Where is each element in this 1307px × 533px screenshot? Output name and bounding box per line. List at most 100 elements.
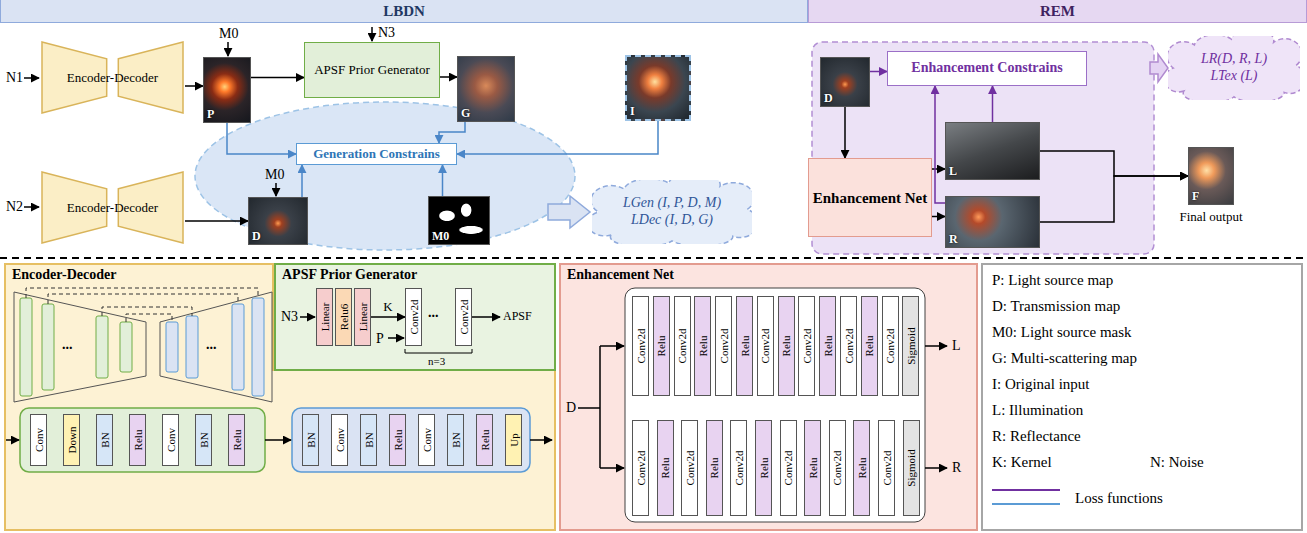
connector [439, 122, 465, 143]
layer-box: Relu [755, 420, 772, 516]
layer-box: Relu [389, 414, 406, 466]
layer-box: Conv2d [715, 296, 732, 396]
connector [440, 76, 457, 78]
node-text: Relu [822, 336, 833, 357]
arrow [24, 206, 39, 208]
arrow [24, 77, 39, 79]
layer-box: Conv2d [798, 296, 815, 396]
node-text: Conv2d [635, 451, 646, 486]
image-letter: I [630, 104, 635, 118]
legend-entry: R: Reflectance [992, 428, 1081, 445]
legend-entry: Loss functions [1075, 490, 1163, 507]
skip-line [102, 307, 192, 316]
bar [186, 316, 198, 378]
layer-box: Conv2d [757, 296, 774, 396]
layer-box: Relu [804, 420, 821, 516]
panel-heading: Enhancement Net [567, 267, 674, 284]
bar [42, 304, 54, 390]
node-text: Conv [33, 428, 44, 452]
header-band: LBDN [0, 0, 808, 23]
layer-box: BN [447, 414, 464, 466]
layer-box: Relu [706, 420, 723, 516]
image-letter: F [1192, 189, 1199, 203]
image-tile: D [820, 57, 870, 107]
image-tile: I [625, 55, 691, 121]
legend-entry: G: Multi-scattering map [992, 350, 1137, 367]
legend-text: G: Multi-scattering map [992, 350, 1137, 366]
layer-box: BN [195, 414, 212, 466]
node-text: BN [450, 432, 461, 447]
fat-arrow [1150, 54, 1168, 82]
loss-cloud: LGen (I, P, D, M)LDec (I, D, G) [592, 180, 752, 244]
node-text: LTex (L) [1210, 68, 1257, 85]
image-tile: R [945, 196, 1040, 248]
legend-line [992, 489, 1060, 491]
legend-entry: N: Noise [1150, 454, 1204, 471]
node-text: Conv2d [458, 300, 469, 335]
legend-text: Loss functions [1075, 490, 1163, 506]
node-text: BN [99, 432, 110, 447]
layer-box: Conv2d [730, 420, 747, 516]
layer-box: Relu [819, 296, 836, 396]
node-text: Relu [656, 336, 667, 357]
node-text: Relu [856, 458, 867, 479]
repeat-bracket [405, 349, 472, 353]
node-text: Conv2d [783, 451, 794, 486]
down-block [20, 408, 265, 472]
up-block [292, 408, 530, 472]
layer-box: Conv [418, 414, 435, 466]
node-text: Conv2d [843, 329, 854, 364]
layer-box: Down [63, 414, 80, 466]
bar [166, 322, 178, 372]
node-text: Conv2d [718, 329, 729, 364]
legend-text: R: Reflectance [992, 428, 1081, 444]
arrow [265, 439, 291, 441]
arrow [300, 316, 315, 318]
layer-box: Relu [228, 414, 245, 466]
network-frame [625, 288, 925, 522]
layer-box: Conv2d [632, 420, 649, 516]
node-text: Relu [132, 430, 143, 451]
arrow [925, 345, 947, 347]
connector [185, 220, 248, 222]
legend-text: D: Transmission map [992, 298, 1120, 314]
node-text: Conv2d [733, 451, 744, 486]
edge-label: K [383, 300, 392, 314]
node-text: Relu [660, 458, 671, 479]
node-text: Relu [807, 458, 818, 479]
node-text: Conv2d [635, 329, 646, 364]
skip-line [126, 314, 172, 322]
connector [251, 77, 304, 79]
legend-entry: L: Illumination [992, 402, 1083, 419]
node-text: Enhancement Net [813, 189, 928, 207]
node-text: Encoder-Decoder [67, 200, 158, 216]
split-line [578, 346, 600, 468]
layer-box: Conv [30, 414, 47, 466]
signal-label: N1 [6, 70, 23, 85]
panel-heading: APSF Prior Generator [282, 267, 417, 284]
layer-box: Relu [853, 420, 870, 516]
legend-entry: P: Light source map [992, 272, 1113, 289]
panel-outline [5, 264, 555, 530]
encoder-decoder-illustration [14, 288, 272, 402]
signal-label: APSF [503, 310, 532, 323]
legend-text: P: Light source map [992, 272, 1113, 288]
signal-label: ... [62, 337, 73, 352]
node-text: LGen (I, P, D, M) [623, 195, 721, 212]
decoder-outline [160, 292, 272, 402]
node-text: Conv2d [677, 329, 688, 364]
node-text: Relu6 [338, 304, 349, 330]
panel-outline [560, 264, 977, 530]
encoder-outline [14, 292, 146, 402]
node-text: Generation Constrains [313, 146, 440, 162]
layer-box: Conv2d [455, 288, 472, 346]
layer-box: Relu [778, 296, 795, 396]
node-text: Encoder-Decoder [67, 70, 158, 86]
image-tile: D [248, 197, 308, 245]
layer-box: Relu [861, 296, 878, 396]
node-text: Relu [231, 430, 242, 451]
connector [870, 71, 887, 73]
fat-arrow [548, 196, 590, 228]
layer-box: Linear [316, 288, 333, 346]
